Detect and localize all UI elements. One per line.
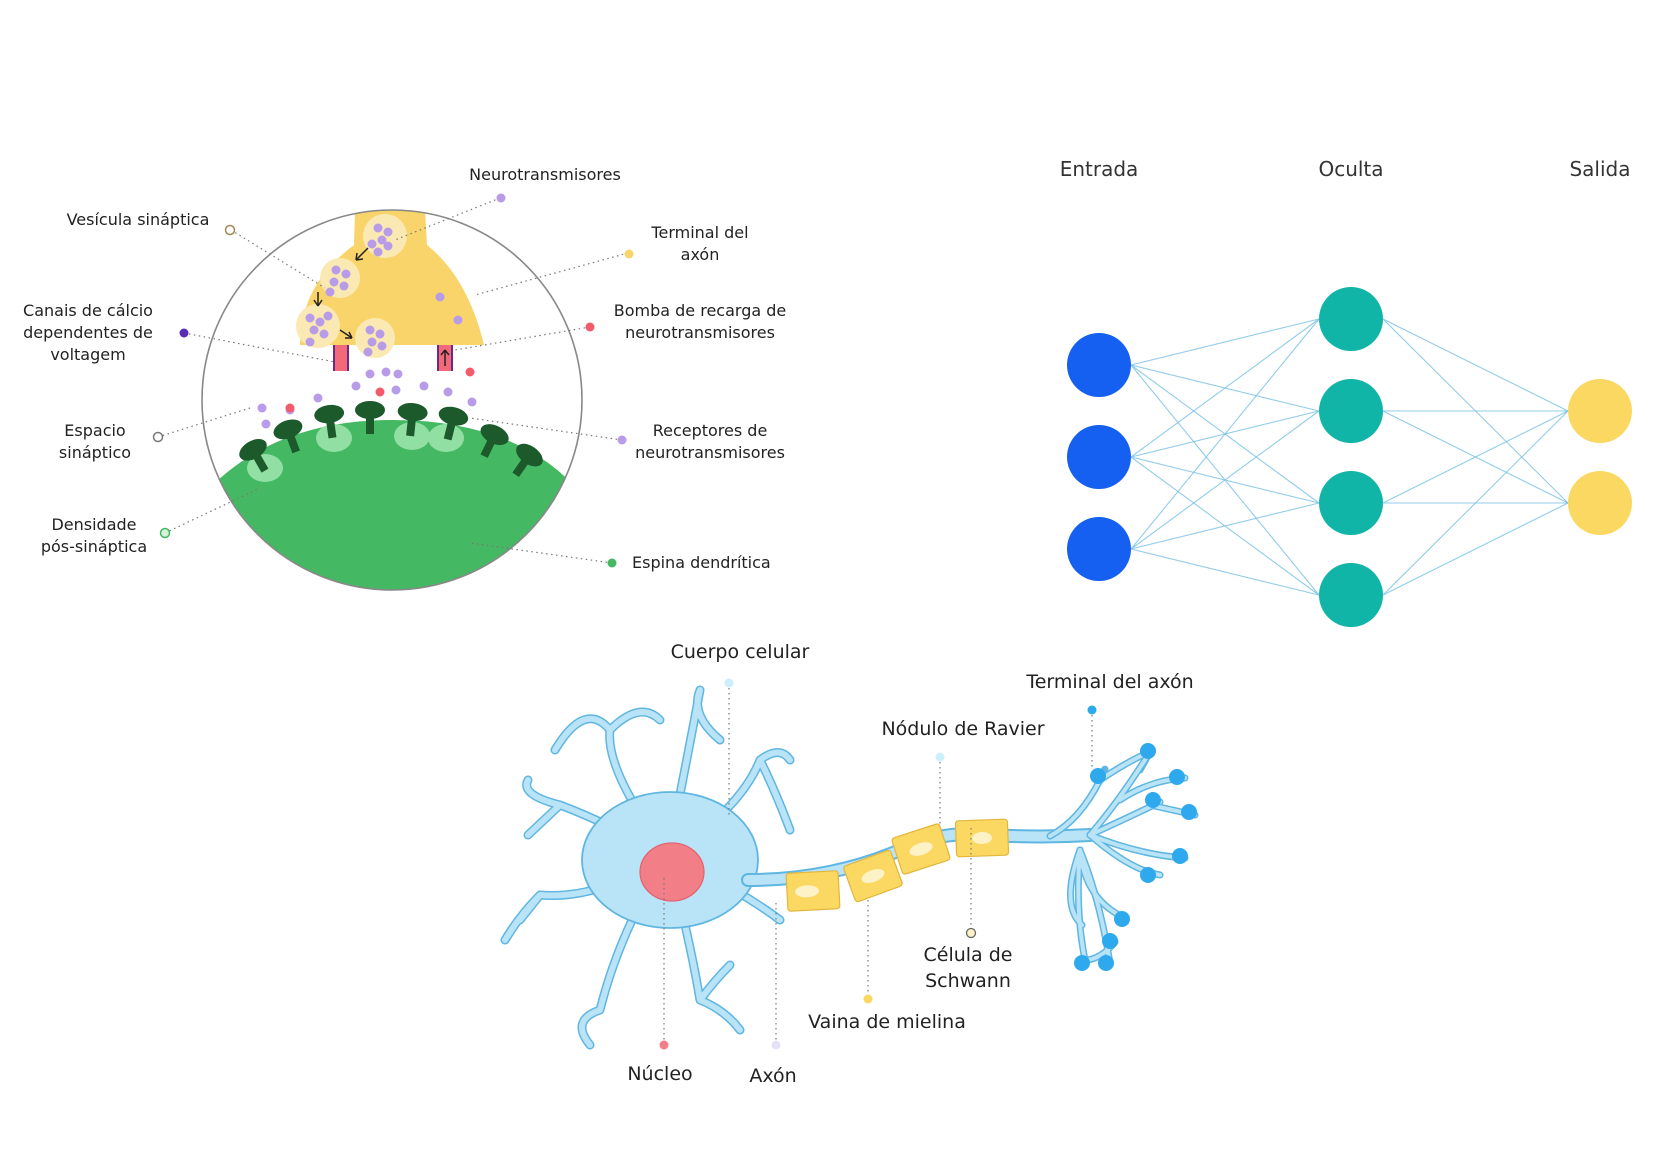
calcium-marker: [179, 328, 189, 338]
label-receptors-1: Receptores de: [653, 421, 768, 440]
neuron-diagram: Cuerpo celular Terminal del axón Nódulo …: [500, 641, 1199, 1087]
layer-label-oculta: Oculta: [1318, 157, 1383, 181]
label-calcium-3: voltagem: [50, 345, 125, 364]
edge-1-3-1: [1382, 502, 1569, 596]
layer-label-salida: Salida: [1569, 157, 1630, 181]
vesicle-marker: [224, 224, 236, 236]
neurotransmitters-marker: [496, 193, 506, 203]
neurotransmitter-receptors: [239, 401, 543, 478]
schwann-marker: [965, 927, 977, 939]
label-cell-body: Cuerpo celular: [671, 641, 810, 663]
axon-terminal-buttons: [1074, 743, 1197, 971]
label-pump-2: neurotransmisores: [625, 323, 775, 342]
label-calcium-1: Canais de cálcio: [23, 301, 153, 320]
synapse-leaders: [157, 197, 629, 564]
label-receptors-2: neurotransmisores: [635, 443, 785, 462]
receptors-marker: [617, 435, 627, 445]
synapse-diagram: Neurotransmisores Vesícula sináptica Ter…: [23, 165, 787, 591]
label-pump-1: Bomba de recarga de: [614, 301, 787, 320]
label-axon-terminal-1: Terminal del: [650, 223, 748, 242]
label-axon-terminal-2: axón: [681, 245, 720, 264]
synapse-interior: [202, 210, 582, 590]
edge-1-2-0: [1382, 410, 1569, 504]
cleft-ions: [285, 367, 475, 413]
calcium-channel: [333, 345, 349, 371]
spine-marker: [607, 558, 617, 568]
nucleus-marker: [659, 1040, 669, 1050]
label-density-2: pós-sináptica: [41, 537, 147, 556]
terminal-marker: [624, 249, 634, 259]
network-nodes: [1067, 287, 1632, 627]
node-salida-2: [1568, 471, 1632, 535]
layer-label-entrada: Entrada: [1060, 157, 1139, 181]
neuron-leaders: [663, 683, 1093, 1045]
myelin-sheath: [785, 818, 1010, 912]
label-cleft-2: sináptico: [59, 443, 131, 462]
ranvier-marker: [935, 752, 945, 762]
label-axon: Axón: [749, 1065, 796, 1087]
node-oculta-4: [1319, 563, 1383, 627]
cleft-marker: [152, 431, 164, 443]
density-marker: [159, 527, 171, 539]
label-calcium-2: dependentes de: [23, 323, 153, 342]
vesicle-contents: [305, 223, 463, 357]
label-schwann-2: Schwann: [925, 970, 1011, 992]
reuptake-pump: [437, 345, 453, 371]
node-entrada-1: [1067, 333, 1131, 397]
axon-terminal-marker: [1087, 705, 1097, 715]
label-density-1: Densidade: [51, 515, 136, 534]
label-cleft-1: Espacio: [64, 421, 125, 440]
cell-body-marker: [724, 678, 734, 688]
node-salida-1: [1568, 379, 1632, 443]
node-oculta-1: [1319, 287, 1383, 351]
network-connections: [1130, 318, 1569, 596]
neural-network-diagram: Entrada Oculta Salida: [1060, 157, 1632, 627]
network-layer-labels: Entrada Oculta Salida: [1060, 157, 1631, 181]
node-oculta-3: [1319, 471, 1383, 535]
label-myelin-sheath: Vaina de mielina: [808, 1011, 966, 1033]
edge-1-3-0: [1382, 410, 1569, 596]
label-schwann-1: Célula de: [924, 944, 1013, 966]
node-entrada-2: [1067, 425, 1131, 489]
myelin-marker: [863, 994, 873, 1004]
axon-terminal: [300, 210, 484, 345]
edge-0-0-0: [1130, 318, 1320, 366]
edge-0-2-0: [1130, 318, 1320, 550]
label-nucleus: Núcleo: [627, 1063, 692, 1085]
nucleus: [639, 842, 705, 902]
node-oculta-2: [1319, 379, 1383, 443]
node-entrada-3: [1067, 517, 1131, 581]
axon-marker: [771, 1040, 781, 1050]
label-synaptic-vesicle: Vesícula sináptica: [67, 210, 210, 229]
label-ranvier-node: Nódulo de Ravier: [881, 718, 1044, 740]
edge-1-0-0: [1382, 318, 1569, 412]
pump-marker: [585, 322, 595, 332]
edge-0-2-1: [1130, 410, 1320, 550]
edge-0-1-0: [1130, 318, 1320, 458]
synapse-magnifier: [201, 209, 583, 591]
label-neurotransmitters: Neurotransmisores: [469, 165, 621, 184]
label-axon-terminal: Terminal del axón: [1025, 671, 1193, 693]
edge-0-2-2: [1130, 502, 1320, 550]
vesicle-arrows: [313, 247, 369, 339]
edge-0-2-3: [1130, 548, 1320, 596]
label-dendritic-spine: Espina dendrítica: [632, 553, 771, 572]
